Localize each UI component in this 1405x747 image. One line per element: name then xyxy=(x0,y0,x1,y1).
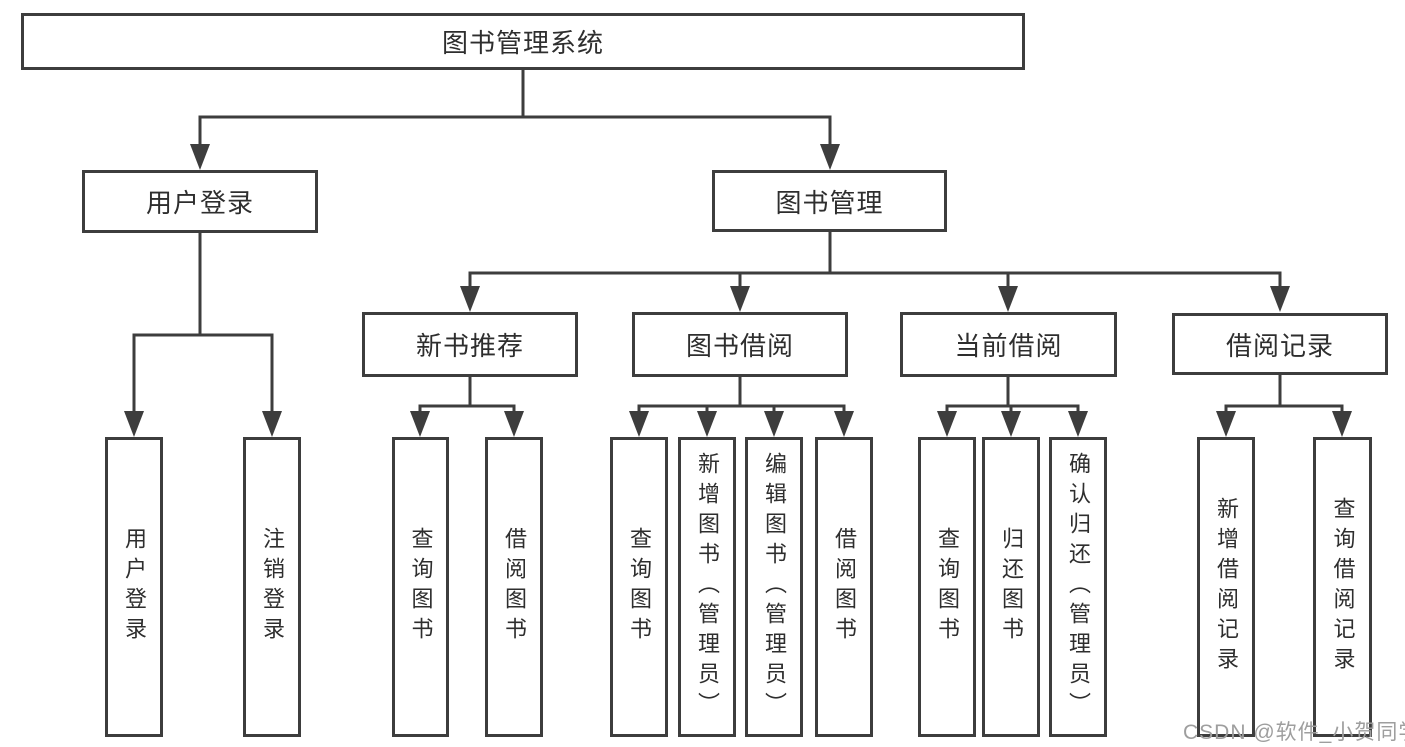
node-label: 用户登录 xyxy=(145,188,254,218)
leaf-query-books-recommend: 查询图书 xyxy=(392,437,449,737)
leaf-add-book-admin: 新增图书（管理员） xyxy=(678,437,736,737)
node-label: 查询图书 xyxy=(627,527,652,647)
node-label: 编辑图书（管理员） xyxy=(762,452,787,722)
leaf-edit-book-admin: 编辑图书（管理员） xyxy=(745,437,803,737)
leaf-query-books-borrow: 查询图书 xyxy=(610,437,668,737)
node-book-management: 图书管理 xyxy=(712,170,947,232)
node-label: 新书推荐 xyxy=(415,331,524,361)
node-label: 借阅图书 xyxy=(502,527,527,647)
leaf-borrow-books-recommend: 借阅图书 xyxy=(485,437,543,737)
leaf-add-borrow-record: 新增借阅记录 xyxy=(1197,437,1255,737)
node-borrow-records: 借阅记录 xyxy=(1172,313,1388,375)
node-label: 注销登录 xyxy=(260,527,285,647)
leaf-return-books: 归还图书 xyxy=(982,437,1040,737)
leaf-logout: 注销登录 xyxy=(243,437,301,737)
node-user-login: 用户登录 xyxy=(82,170,318,233)
leaf-borrow-books: 借阅图书 xyxy=(815,437,873,737)
node-label: 新增图书（管理员） xyxy=(695,452,720,722)
node-label: 借阅图书 xyxy=(832,527,857,647)
node-library-system: 图书管理系统 xyxy=(21,13,1025,70)
node-label: 用户登录 xyxy=(122,527,147,647)
leaf-query-borrow-record: 查询借阅记录 xyxy=(1313,437,1372,737)
node-new-book-recommend: 新书推荐 xyxy=(362,312,578,377)
node-label: 图书借阅 xyxy=(685,331,794,361)
node-label: 图书管理 xyxy=(775,187,884,218)
node-current-borrow: 当前借阅 xyxy=(900,312,1117,377)
node-label: 确认归还（管理员） xyxy=(1066,452,1091,722)
node-label: 新增借阅记录 xyxy=(1214,497,1239,677)
node-label: 查询图书 xyxy=(408,527,434,647)
node-label: 借阅记录 xyxy=(1225,330,1334,361)
leaf-confirm-return-admin: 确认归还（管理员） xyxy=(1049,437,1107,737)
node-label: 查询图书 xyxy=(935,527,960,647)
node-label: 图书管理系统 xyxy=(441,28,604,58)
leaf-user-login: 用户登录 xyxy=(105,437,163,737)
leaf-query-books-current: 查询图书 xyxy=(918,437,976,737)
node-label: 查询借阅记录 xyxy=(1330,497,1356,677)
node-label: 当前借阅 xyxy=(954,331,1063,361)
node-book-borrow: 图书借阅 xyxy=(632,312,848,377)
node-label: 归还图书 xyxy=(999,527,1024,647)
